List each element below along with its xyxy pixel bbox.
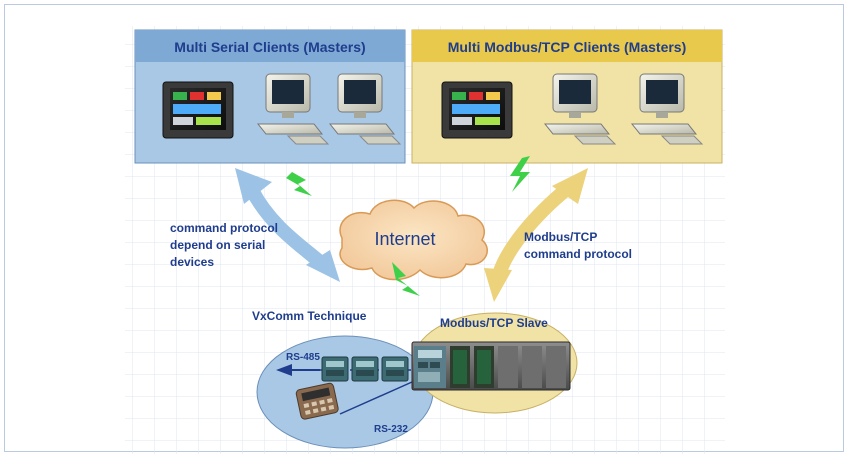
left-note-line-2: depend on serial <box>170 238 265 252</box>
desktop-computer-icon <box>256 73 330 145</box>
io-module-icon <box>381 356 409 382</box>
io-module-icon <box>321 356 349 382</box>
touch-panel-icon <box>441 81 513 139</box>
rs232-link: RS-232 <box>339 381 413 435</box>
internet-cloud: Internet <box>339 199 488 281</box>
desktop-computer-icon <box>543 73 617 145</box>
rs485-label: RS-485 <box>286 352 320 363</box>
rs485-bus: RS-485 <box>276 352 412 376</box>
tcp-protocol-note: Modbus/TCP command protocol <box>524 230 632 261</box>
vxcomm-label: VxComm Technique <box>252 309 367 323</box>
tcp-clients-panel: Multi Modbus/TCP Clients (Masters) <box>411 29 723 164</box>
left-note-line-1: command protocol <box>170 221 278 235</box>
lightning-icon <box>510 156 530 192</box>
lightning-icon <box>392 262 420 296</box>
desktop-computer-icon <box>630 73 704 145</box>
serial-panel-title: Multi Serial Clients (Masters) <box>174 39 365 55</box>
tcp-panel-title: Multi Modbus/TCP Clients (Masters) <box>448 39 687 55</box>
touch-panel-icon <box>162 81 234 139</box>
desktop-computer-icon <box>328 73 402 145</box>
serial-protocol-arrow <box>235 168 340 282</box>
slave-label: Modbus/TCP Slave <box>440 316 548 330</box>
left-note-line-3: devices <box>170 255 214 269</box>
right-note-line-1: Modbus/TCP <box>524 230 597 244</box>
tcp-protocol-arrow <box>484 168 588 302</box>
lightning-icon <box>286 172 312 196</box>
keypad-terminal-icon <box>295 382 339 420</box>
plc-rack-icon <box>411 341 571 391</box>
rs232-label: RS-232 <box>374 424 408 435</box>
serial-protocol-note: command protocol depend on serial device… <box>170 221 278 269</box>
io-module-icon <box>351 356 379 382</box>
serial-clients-panel: Multi Serial Clients (Masters) <box>134 29 406 164</box>
internet-label: Internet <box>374 229 435 249</box>
right-note-line-2: command protocol <box>524 247 632 261</box>
